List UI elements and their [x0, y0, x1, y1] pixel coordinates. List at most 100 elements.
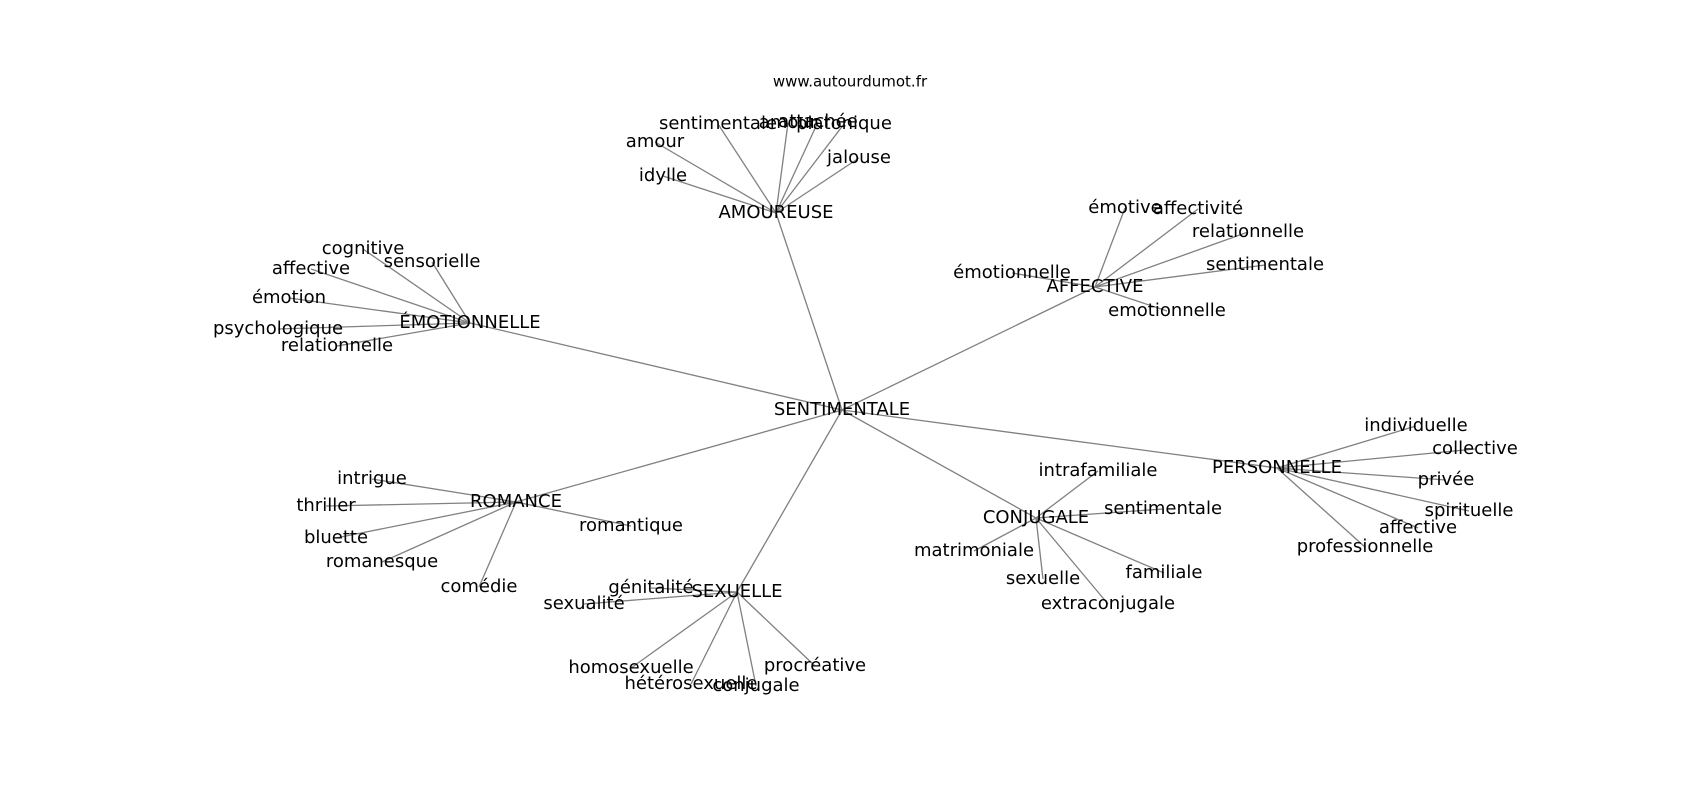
hub-node-label: CONJUGALE [983, 507, 1089, 528]
leaf-node-label: conjugale [712, 675, 799, 696]
edge-hub-to-leaf [1276, 448, 1476, 469]
leaf-node-label: sentimentale [1104, 498, 1222, 519]
leaf-node-label: platonique [796, 113, 892, 134]
leaf-node-label: professionnelle [1297, 536, 1434, 557]
edge-hub-to-leaf [775, 123, 845, 214]
leaf-node-label: idylle [639, 165, 687, 186]
edge-hub-to-leaf [1276, 425, 1417, 469]
edge-hub-to-leaf [1035, 517, 1165, 574]
edge-hub-to-leaf [1276, 467, 1366, 548]
edge-center-to-hub [775, 212, 843, 411]
leaf-node-label: psychologique [213, 318, 343, 339]
edge-center-to-hub [841, 286, 1096, 411]
edge-hub-to-leaf [515, 501, 632, 527]
center-node-label: SENTIMENTALE [774, 399, 910, 420]
edge-hub-to-leaf [1276, 467, 1419, 529]
leaf-node-label: comédie [440, 576, 517, 597]
edge-hub-to-leaf [362, 248, 471, 324]
leaf-node-label: amour [759, 112, 818, 133]
leaf-node-label: relationnelle [1192, 221, 1304, 242]
edge-hub-to-leaf [775, 157, 860, 214]
hub-node-label: ROMANCE [470, 491, 562, 512]
leaf-node-label: individuelle [1364, 415, 1467, 436]
leaf-node-label: émotion [252, 287, 326, 308]
edge-hub-to-leaf [1094, 264, 1266, 288]
edge-hub-to-leaf [717, 123, 777, 214]
leaf-node-label: thriller [296, 495, 356, 516]
edge-hub-to-leaf [325, 501, 517, 507]
edge-hub-to-leaf [583, 591, 738, 605]
leaf-node-label: emotionnelle [1108, 300, 1226, 321]
leaf-node-label: génitalité [608, 577, 693, 598]
source-label: www.autourdumot.fr [773, 73, 928, 91]
hub-node-label: AFFECTIVE [1047, 276, 1144, 297]
edge-hub-to-leaf [1094, 231, 1249, 288]
leaf-node-label: sentimentale [659, 113, 777, 134]
edge-hub-to-leaf [1035, 470, 1099, 519]
leaf-node-label: affective [272, 258, 350, 279]
leaf-node-label: matrimoniale [914, 540, 1034, 561]
edge-hub-to-leaf [381, 501, 517, 563]
edge-hub-to-leaf [1035, 517, 1109, 605]
edge-center-to-hub [841, 409, 1037, 519]
leaf-node-label: relationnelle [281, 335, 393, 356]
leaf-node-label: intrafamiliale [1039, 460, 1158, 481]
leaf-node-label: procréative [764, 655, 866, 676]
edge-hub-to-leaf [1035, 517, 1044, 580]
edge-hub-to-leaf [478, 501, 517, 588]
hub-node-label: PERSONNELLE [1212, 457, 1342, 478]
edge-hub-to-leaf [775, 121, 819, 214]
edge-hub-to-leaf [662, 175, 777, 214]
leaf-node-label: spirituelle [1425, 500, 1514, 521]
edge-hub-to-leaf [335, 501, 517, 539]
leaf-node-label: familiale [1125, 562, 1202, 583]
hub-node-label: SEXUELLE [691, 581, 782, 602]
leaf-node-label: privée [1418, 469, 1475, 490]
leaf-node-label: intrigue [337, 468, 407, 489]
leaf-node-label: émotive [1088, 197, 1161, 218]
edge-hub-to-leaf [630, 591, 738, 669]
edge-center-to-hub [736, 409, 843, 593]
edge-hub-to-leaf [1094, 208, 1199, 288]
leaf-node-label: sentimentale [1206, 254, 1324, 275]
edge-hub-to-leaf [775, 122, 789, 214]
edge-hub-to-leaf [736, 591, 816, 667]
edge-hub-to-leaf [310, 268, 471, 324]
leaf-node-label: amour [626, 131, 685, 152]
edge-hub-to-leaf [431, 261, 471, 324]
edge-hub-to-leaf [1094, 286, 1168, 312]
edge-hub-to-leaf [1276, 467, 1470, 512]
edge-hub-to-leaf [371, 478, 517, 503]
leaf-node-label: émotionnelle [953, 262, 1071, 283]
leaf-node-label: extraconjugale [1041, 593, 1175, 614]
leaf-node-label: hétérosexuelle [625, 673, 758, 694]
leaf-node-label: collective [1432, 438, 1518, 459]
edge-hub-to-leaf [736, 591, 757, 687]
edge-hub-to-leaf [288, 297, 471, 324]
leaf-node-label: sensorielle [384, 251, 481, 272]
leaf-node-label: sexuelle [1006, 568, 1080, 589]
leaf-node-label: affectivité [1153, 198, 1243, 219]
edge-hub-to-leaf [277, 322, 471, 330]
edge-hub-to-leaf [1011, 272, 1096, 288]
graph-edges [277, 121, 1476, 687]
leaf-node-label: sexualité [543, 593, 624, 614]
hub-node-label: ÉMOTIONNELLE [399, 311, 540, 333]
edge-hub-to-leaf [654, 141, 777, 214]
leaf-node-label: cognitive [322, 238, 405, 259]
edge-hub-to-leaf [1035, 508, 1164, 519]
edge-hub-to-leaf [973, 517, 1037, 552]
leaf-node-label: romanesque [326, 551, 438, 572]
leaf-node-label: romantique [579, 515, 683, 536]
leaf-node-label: jalouse [826, 147, 891, 168]
edge-hub-to-leaf [336, 322, 471, 347]
leaf-node-label: affective [1379, 517, 1457, 538]
edge-hub-to-leaf [650, 587, 738, 593]
edge-hub-to-leaf [1276, 467, 1447, 481]
leaf-node-label: bluette [304, 527, 368, 548]
edge-center-to-hub [469, 322, 843, 411]
leaf-node-label: attachée [778, 111, 858, 132]
edge-hub-to-leaf [1094, 207, 1126, 288]
edge-center-to-hub [841, 409, 1278, 469]
